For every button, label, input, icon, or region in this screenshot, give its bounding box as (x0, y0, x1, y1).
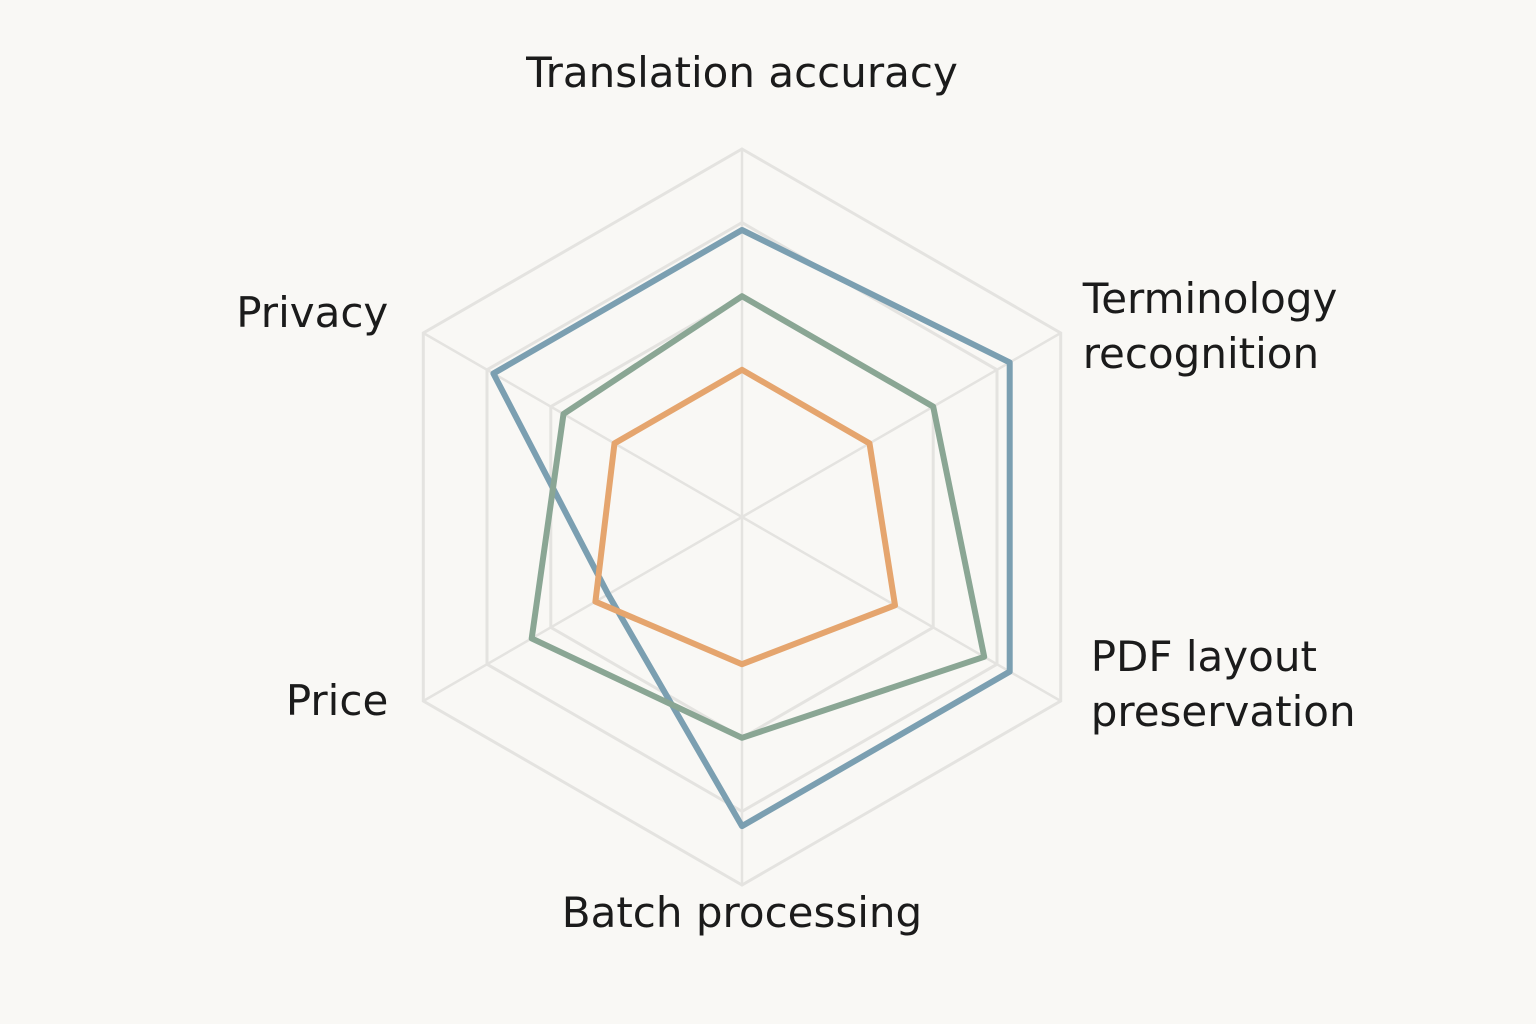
axis-spoke-5 (422, 515, 743, 703)
axis-spoke-2 (741, 331, 1062, 519)
radar-series (490, 227, 1013, 830)
axis-spoke-3 (741, 515, 1062, 703)
axis-label-2-line-2: recognition (1083, 329, 1319, 378)
axis-label-1-line-1: Translation accuracy (525, 48, 958, 97)
axis-label-6: Privacy (236, 288, 388, 337)
axis-spoke-6 (422, 331, 743, 519)
axis-label-1: Translation accuracy (525, 48, 958, 97)
axis-label-2: Terminology recognition (1082, 274, 1338, 378)
radar-grid (421, 147, 1063, 887)
axis-label-5-line-1: Price (286, 676, 388, 725)
axis-label-5: Price (286, 676, 388, 725)
axis-label-4: Batch processing (562, 888, 922, 937)
axis-label-6-line-1: Privacy (236, 288, 388, 337)
axis-label-3-line-2: preservation (1091, 687, 1356, 736)
series-1-line (490, 227, 1013, 830)
axis-label-3-line-1: PDF layout (1091, 632, 1317, 681)
axis-label-2-line-1: Terminology (1082, 274, 1338, 323)
series-3-line (592, 366, 898, 668)
axis-label-3: PDF layout preservation (1091, 632, 1356, 736)
axis-label-4-line-1: Batch processing (562, 888, 922, 937)
series-2-line (528, 293, 988, 741)
